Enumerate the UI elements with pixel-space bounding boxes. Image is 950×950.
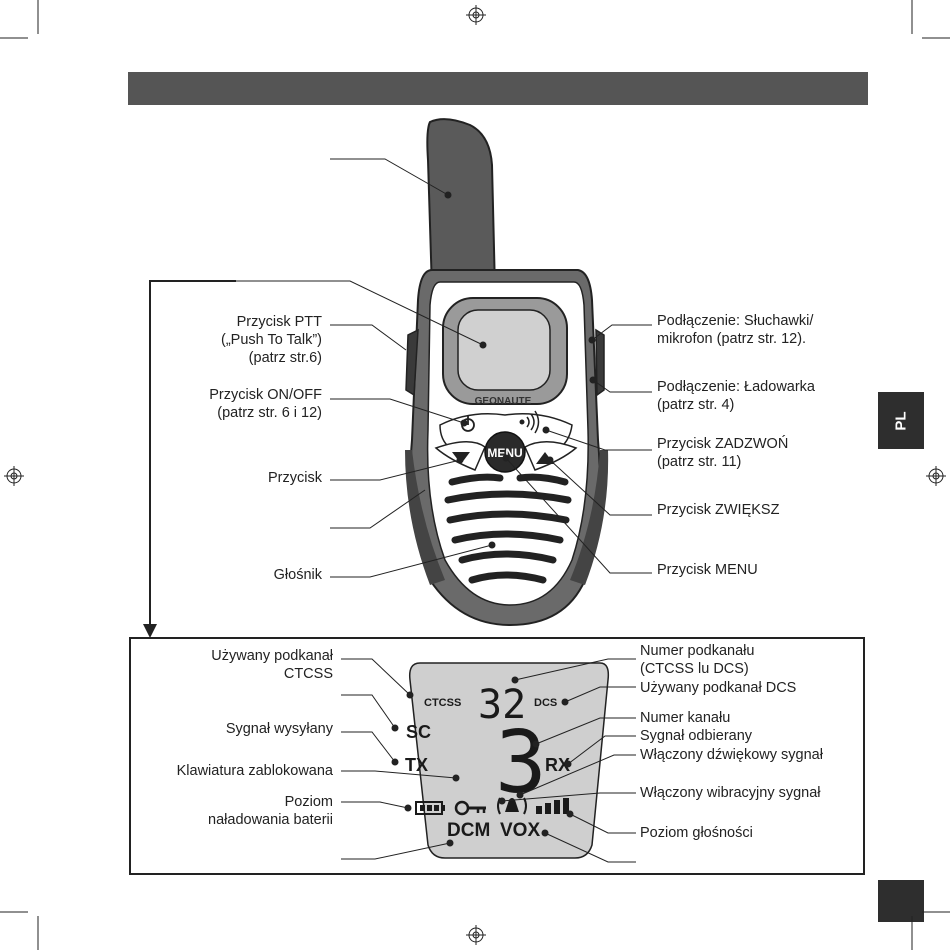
brand-logo: GEONAUTE (475, 396, 532, 407)
ptt-button-shape (405, 328, 419, 397)
label-dcs: Używany podkanał DCS (640, 680, 797, 696)
label-headphones-line1: Podłączenie: Słuchawki/ (657, 313, 814, 329)
lcd-subchannel-digits: 32 (478, 682, 526, 728)
label-subchannel: Numer podkanału (CTCSS lu DCS) (640, 642, 754, 678)
registration-mark-left (4, 466, 24, 486)
label-vibrate: Włączony wibracyjny sygnał (640, 785, 821, 801)
label-przycisk: Przycisk (268, 470, 322, 486)
label-charger-line1: Podłączenie: Ładowarka (657, 379, 815, 395)
menu-button-label: MENU (487, 446, 522, 460)
lcd-ctcss: CTCSS (424, 697, 461, 709)
display-diagram-box (129, 637, 865, 875)
language-tab: PL (878, 392, 924, 449)
lcd-key-lock-icon (454, 800, 486, 816)
lcd-dcs: DCS (534, 697, 557, 709)
label-battery-line1: Poziom (284, 794, 333, 810)
label-speaker: Głośnik (273, 567, 322, 583)
label-ptt-line2: („Push To Talk”) (221, 332, 322, 348)
screen-display (457, 309, 551, 391)
display-leader-lines (341, 658, 636, 863)
menu-button[interactable] (484, 431, 526, 473)
label-ptt-line3: (patrz str.6) (248, 350, 322, 366)
label-battery-line2: naładowania baterii (208, 812, 333, 828)
label-ptt: Przycisk PTT („Push To Talk”) (patrz str… (221, 313, 322, 367)
right-grip (570, 450, 609, 585)
label-subchannel-line1: Numer podkanału (640, 643, 755, 659)
lcd-dcm: DCM (447, 820, 490, 841)
label-sound: Włączony dźwiękowy sygnał (640, 747, 823, 763)
header-bar (128, 72, 868, 105)
speaker-grille (444, 473, 572, 584)
lcd-volume-bars-icon (536, 798, 569, 814)
label-ptt-line1: Przycisk PTT (236, 314, 322, 330)
label-call-line1: Przycisk ZADZWOŃ (657, 436, 789, 452)
label-subchannel-line2: (CTCSS lu DCS) (640, 661, 749, 677)
label-headphones-line2: mikrofon (patrz str. 12). (657, 331, 807, 347)
lcd-vox: VOX (500, 820, 540, 841)
lcd-battery-icon (415, 801, 445, 815)
page-number-tab (878, 880, 924, 922)
label-battery: Poziom naładowania baterii (208, 793, 333, 829)
label-ctcss-line1: Używany podkanał (211, 648, 333, 664)
label-on-off: Przycisk ON/OFF (patrz str. 6 i 12) (209, 386, 322, 422)
label-up: Przycisk ZWIĘKSZ (657, 502, 780, 518)
label-call: Przycisk ZADZWOŃ (patrz str. 11) (657, 435, 788, 471)
registration-mark-right (926, 466, 946, 486)
label-channel: Numer kanału (640, 710, 731, 726)
label-headphones: Podłączenie: Słuchawki/ mikrofon (patrz … (657, 312, 813, 348)
lcd-sc: SC (406, 722, 431, 742)
registration-mark-bottom (466, 925, 486, 945)
label-ctcss: Używany podkanał CTCSS (211, 647, 333, 683)
registration-mark-top (466, 5, 486, 25)
left-grip (405, 450, 445, 585)
arrow-to-display-icon (143, 624, 157, 638)
label-charger-line2: (patrz str. 4) (657, 397, 735, 413)
label-call-line2: (patrz str. 11) (657, 454, 742, 470)
lcd-rx: RX (545, 755, 570, 775)
label-ctcss-line2: CTCSS (283, 666, 333, 682)
label-on-off-line2: (patrz str. 6 i 12) (217, 405, 322, 421)
label-lock: Klawiatura zablokowana (176, 763, 333, 779)
call-icon[interactable] (519, 410, 540, 434)
label-rx: Sygnał odbierany (640, 728, 753, 744)
leader-lines (149, 158, 652, 628)
label-menu: Przycisk MENU (657, 562, 758, 578)
label-tx: Sygnał wysyłany (225, 721, 333, 737)
antenna (426, 118, 497, 291)
lcd-tx: TX (405, 755, 428, 775)
registration-marks (4, 5, 946, 945)
label-volume: Poziom głośności (640, 825, 753, 841)
label-on-off-line1: Przycisk ON/OFF (209, 387, 322, 403)
label-charger: Podłączenie: Ładowarka (patrz str. 4) (657, 378, 815, 414)
